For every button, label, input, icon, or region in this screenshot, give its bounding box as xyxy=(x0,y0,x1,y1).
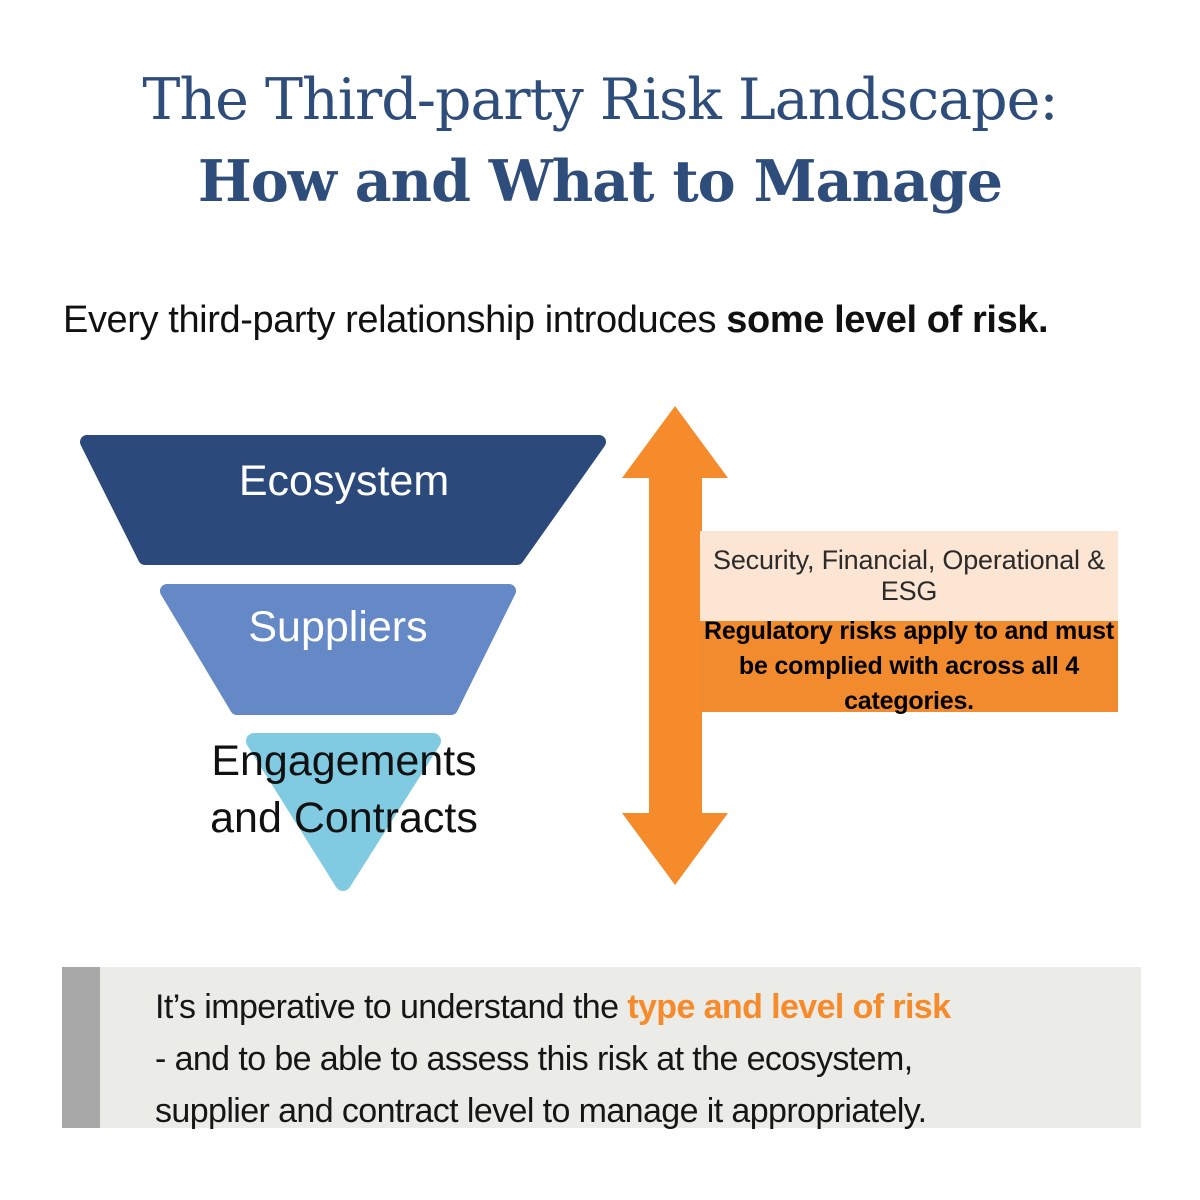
risk-categories-text: Security, Financial, Operational & ESG xyxy=(713,545,1105,606)
risk-categories-box: Security, Financial, Operational & ESG xyxy=(700,531,1118,621)
regulatory-note-line-2: be complied with across all 4 categories… xyxy=(738,652,1080,715)
intro-text-bold: some level of risk. xyxy=(726,299,1049,341)
title-line-1: The Third-party Risk Landscape: xyxy=(142,67,1058,133)
funnel-label-engagements-contracts: Engagements and Contracts xyxy=(210,737,478,842)
footer-line-1-prefix: It’s imperative to understand the xyxy=(155,988,628,1026)
footer-line-3: supplier and contract level to manage it… xyxy=(155,1092,927,1130)
intro-text-regular: Every third-party relationship introduce… xyxy=(63,299,727,341)
footer-note: It’s imperative to understand the type a… xyxy=(100,967,1141,1130)
footer-line-1: It’s imperative to understand the type a… xyxy=(155,981,1115,1033)
page-title: The Third-party Risk Landscape: How and … xyxy=(0,64,1200,220)
intro-text: Every third-party relationship introduce… xyxy=(63,297,1153,343)
footer-note-text: It’s imperative to understand the type a… xyxy=(155,981,1115,1137)
footer-accent-bar xyxy=(62,967,100,1128)
regulatory-note-line-1: Regulatory risks apply to and must xyxy=(704,617,1114,645)
funnel-label-suppliers: Suppliers xyxy=(248,603,428,651)
title-line-2: How and What to Manage xyxy=(197,148,1003,215)
double-headed-arrow-icon xyxy=(622,406,728,885)
funnel-label-ecosystem: Ecosystem xyxy=(238,457,450,505)
footer-line-1-highlight: type and level of risk xyxy=(627,988,951,1026)
funnel-level-suppliers-shape xyxy=(160,584,516,715)
regulatory-note-box: Regulatory risks apply to and must be co… xyxy=(700,617,1118,715)
funnel-level-engagements-shape xyxy=(246,733,441,891)
funnel-level-ecosystem-shape xyxy=(80,435,606,565)
footer-line-2: - and to be able to assess this risk at … xyxy=(155,1040,913,1078)
